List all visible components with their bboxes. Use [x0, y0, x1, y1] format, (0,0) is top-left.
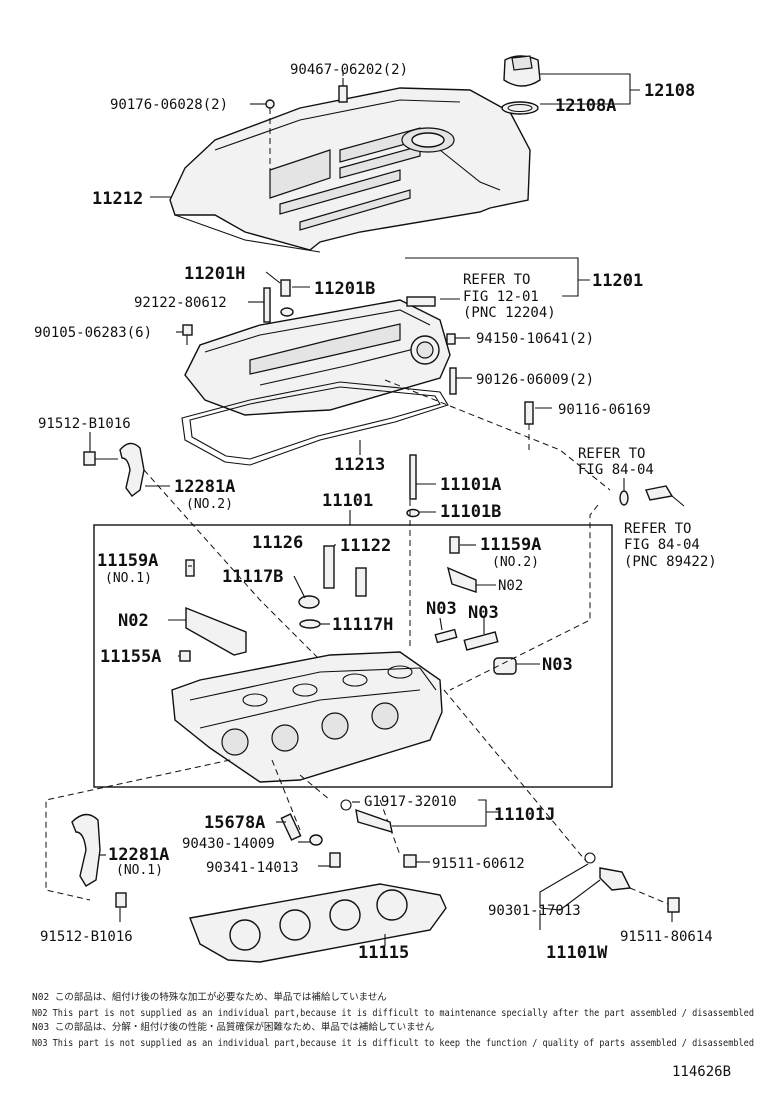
label-90116: 90116-06169 [558, 402, 651, 418]
label-91512-upper: 91512-B1016 [38, 416, 131, 432]
note-n03-en: N03 This part is not supplied as an indi… [32, 1038, 754, 1049]
label-90467: 90467-06202(2) [290, 62, 408, 78]
label-11159A-no1: 11159A [97, 551, 158, 571]
label-11159A-no2: 11159A [480, 535, 541, 555]
label-11101B: 11101B [440, 502, 501, 522]
oil-filler-cap [501, 55, 541, 115]
label-refer-2-line1: REFER TO [578, 446, 645, 462]
label-11201H: 11201H [184, 264, 245, 284]
dashed-leaders [45, 379, 611, 901]
note-n02-jp: N02 この部品は、組付け後の特殊な加工が必要なため、単品では補給していません [32, 991, 387, 1003]
label-11159A-no1-sub: (NO.1) [105, 571, 152, 586]
label-12281A-no2-sub: (NO.2) [186, 497, 233, 512]
label-refer-3-line2: FIG 84-04 [624, 537, 700, 553]
label-12281A-no1-sub: (NO.1) [116, 863, 163, 878]
label-refer-3-line1: REFER TO [624, 521, 691, 537]
label-11117B: 11117B [222, 567, 283, 587]
label-11213: 11213 [334, 455, 385, 475]
part-labels: 90467-06202(2) 90176-06028(2) 12108 1210… [34, 62, 717, 963]
label-90176: 90176-06028(2) [110, 97, 228, 113]
label-12281A-no1: 12281A [108, 845, 169, 865]
figure-id: 114626B [672, 1064, 731, 1080]
label-11101W: 11101W [546, 943, 608, 963]
label-refer-1-line3: (PNC 12204) [463, 305, 556, 321]
label-91512-lower: 91512-B1016 [40, 929, 133, 945]
label-90430: 90430-14009 [182, 836, 275, 852]
label-11201B: 11201B [314, 279, 375, 299]
label-refer-1-line1: REFER TO [463, 272, 530, 288]
lower-parts [71, 799, 680, 963]
label-11155A: 11155A [100, 647, 161, 667]
cylinder-head-sub-assembly-box [93, 524, 613, 788]
cylinder-head [171, 651, 443, 783]
label-N03-left: N03 [426, 599, 457, 619]
label-90301: 90301-17013 [488, 903, 581, 919]
label-90105: 90105-06283(6) [34, 325, 152, 341]
label-90126: 90126-06009(2) [476, 372, 594, 388]
label-11101: 11101 [322, 491, 373, 511]
footnotes: N02 この部品は、組付け後の特殊な加工が必要なため、単品では補給していません … [32, 991, 754, 1049]
label-refer-1-line2: FIG 12-01 [463, 289, 539, 305]
label-N03-mid: N03 [468, 603, 499, 623]
label-15678A: 15678A [204, 813, 265, 833]
label-12281A-no2: 12281A [174, 477, 235, 497]
label-11126: 11126 [252, 533, 303, 553]
label-11117H: 11117H [332, 615, 393, 635]
label-refer-2-line2: FIG 84-04 [578, 462, 654, 478]
label-92122: 92122-80612 [134, 295, 227, 311]
label-N02-right: N02 [498, 578, 523, 594]
head-cover-gasket [181, 381, 449, 466]
label-refer-3-line3: (PNC 89422) [624, 554, 717, 570]
note-n02-en: N02 This part is not supplied as an indi… [32, 1008, 754, 1019]
label-11201: 11201 [592, 271, 643, 291]
label-90341: 90341-14013 [206, 860, 299, 876]
label-91511-lower: 91511-80614 [620, 929, 713, 945]
label-94150: 94150-10641(2) [476, 331, 594, 347]
label-N02-left: N02 [118, 611, 149, 631]
label-11159A-no2-sub: (NO.2) [492, 555, 539, 570]
label-11101J: 11101J [494, 805, 555, 825]
cylinder-head-cover [184, 299, 451, 416]
label-G1917: G1917-32010 [364, 794, 457, 810]
label-11101A: 11101A [440, 475, 501, 495]
label-91511-upper: 91511-60612 [432, 856, 525, 872]
label-12108A: 12108A [555, 96, 616, 116]
label-12108: 12108 [644, 81, 695, 101]
label-N03-right: N03 [542, 655, 573, 675]
label-11115: 11115 [358, 943, 409, 963]
head-internals [179, 454, 517, 675]
engine-cover [169, 87, 531, 253]
label-11212: 11212 [92, 189, 143, 209]
engine-hanger-no2 [83, 442, 145, 497]
leader-lines [89, 70, 685, 946]
note-n03-jp: N03 この部品は、分解・組付け後の性能・品質確保が困難なため、単品では補給して… [32, 1021, 434, 1033]
label-11122: 11122 [340, 536, 391, 556]
